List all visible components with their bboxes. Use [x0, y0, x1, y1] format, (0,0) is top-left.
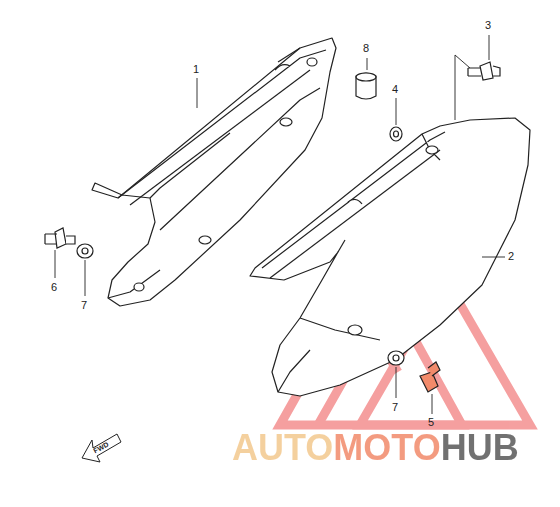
leader-lines — [55, 35, 505, 414]
watermark: AUTOMOTOHUB — [232, 430, 519, 466]
callout-number: 5 — [428, 417, 434, 428]
fasteners — [45, 62, 500, 392]
callout-number: 8 — [363, 43, 369, 54]
side-cover-right — [250, 118, 530, 396]
callout-number: 2 — [508, 251, 514, 262]
callout-number: 6 — [51, 282, 57, 293]
callout-number: 7 — [392, 402, 398, 413]
callout-number: 3 — [485, 20, 491, 31]
callout-number: 7 — [81, 300, 87, 311]
fwd-arrow — [82, 434, 121, 462]
callout-number: 4 — [392, 84, 398, 95]
callout-number: 1 — [193, 64, 199, 75]
